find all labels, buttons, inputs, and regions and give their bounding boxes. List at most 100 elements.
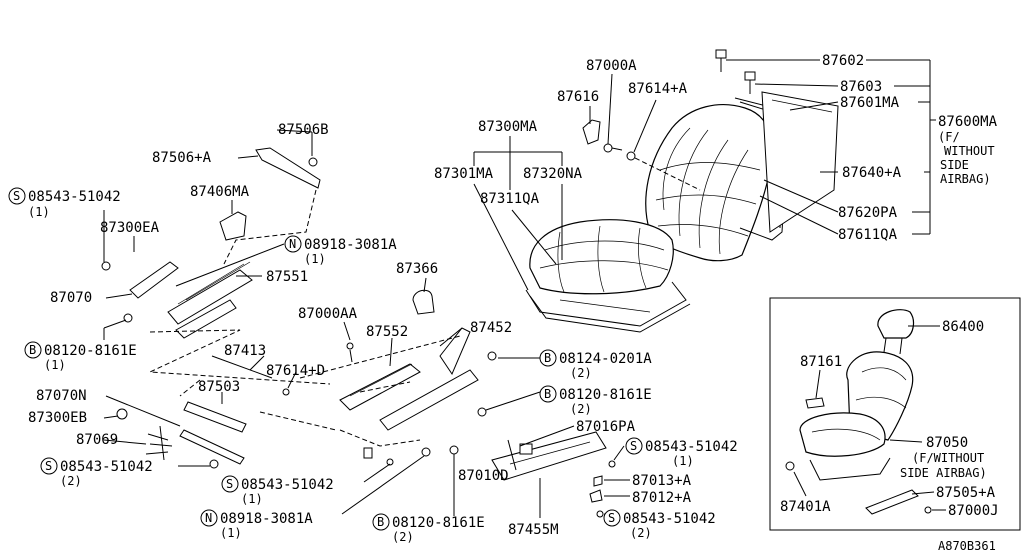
label-87320na: 87320NA: [523, 166, 583, 182]
label-87600ma-note-4: AIRBAG): [940, 172, 991, 186]
label-87413: 87413: [224, 343, 266, 359]
bolt-symbol-b: B: [544, 351, 551, 365]
screw-symbol-s: S: [45, 459, 52, 473]
label-87552: 87552: [366, 324, 408, 340]
label-87300ea: 87300EA: [100, 220, 160, 236]
label-87000a: 87000A: [586, 58, 637, 74]
label-87505a: 87505+A: [936, 485, 996, 501]
bolt-symbol-b: B: [29, 343, 36, 357]
label-87506a: 87506+A: [152, 150, 212, 166]
label-87366: 87366: [396, 261, 438, 277]
inset-side-airbag-seat: [769, 297, 1021, 531]
label-08120-a: 08120-8161E: [44, 343, 137, 359]
bolt-symbol: [539, 385, 557, 403]
label-87000aa: 87000AA: [298, 306, 358, 322]
screw-symbol: [221, 475, 239, 493]
label-87013a: 87013+A: [632, 473, 692, 489]
label-87161: 87161: [800, 354, 842, 370]
label-87455m: 87455M: [508, 522, 559, 538]
label-87050: 87050: [926, 435, 968, 451]
screw-symbol-s: S: [630, 439, 637, 453]
nut-symbol-n: N: [205, 511, 212, 525]
label-08543-c: 08543-51042: [241, 477, 334, 493]
label-08124-qty: (2): [570, 366, 592, 380]
label-08120-a-qty: (1): [44, 358, 66, 372]
seat-slide-rail-illustration: [101, 147, 616, 518]
label-87600ma: 87600MA: [938, 114, 998, 130]
label-08120-c-qty: (2): [392, 530, 414, 544]
label-08918-a-qty: (1): [304, 252, 326, 266]
nut-symbol-n: N: [289, 237, 296, 251]
part-labels: 87506B 87506+A 08543-51042 (1) 87406MA 8…: [28, 53, 999, 553]
leader-lines: [103, 59, 946, 518]
label-08543-e: 08543-51042: [623, 511, 716, 527]
nut-symbol: [284, 235, 302, 253]
label-87070: 87070: [50, 290, 92, 306]
label-87640a: 87640+A: [842, 165, 902, 181]
screw-symbol: [603, 509, 621, 527]
label-87603: 87603: [840, 79, 882, 95]
label-87620pa: 87620PA: [838, 205, 898, 221]
label-87600ma-note-3: SIDE: [940, 158, 969, 172]
label-87401a: 87401A: [780, 499, 831, 515]
label-87050-note-1: (F/WITHOUT: [912, 451, 984, 465]
label-87000j: 87000J: [948, 503, 999, 519]
bolt-symbol-b: B: [377, 515, 384, 529]
label-08120-c: 08120-8161E: [392, 515, 485, 531]
label-87616: 87616: [557, 89, 599, 105]
label-08543-e-qty: (2): [630, 526, 652, 540]
screw-symbol-s: S: [226, 477, 233, 491]
label-87311qa: 87311QA: [480, 191, 540, 207]
label-08120-b: 08120-8161E: [559, 387, 652, 403]
screw-symbol-s: S: [13, 189, 20, 203]
bolt-symbol: [24, 341, 42, 359]
bolt-symbol: [372, 513, 390, 531]
label-87050-note-2: SIDE AIRBAG): [900, 466, 987, 480]
label-08918-b-qty: (1): [220, 526, 242, 540]
label-08543-b: 08543-51042: [60, 459, 153, 475]
bolt-symbol-b: B: [544, 387, 551, 401]
label-87069: 87069: [76, 432, 118, 448]
label-08918-a: 08918-3081A: [304, 237, 397, 253]
label-87614a: 87614+A: [628, 81, 688, 97]
seat-back-illustration: [582, 49, 839, 262]
label-87300ma: 87300MA: [478, 119, 538, 135]
label-08543-d: 08543-51042: [645, 439, 738, 455]
diagram-reference-code: A870B361: [938, 539, 996, 553]
label-87010d: 87010D: [458, 468, 509, 484]
label-87301ma: 87301MA: [434, 166, 494, 182]
label-87551: 87551: [266, 269, 308, 285]
label-87070n: 87070N: [36, 388, 87, 404]
label-08918-b: 08918-3081A: [220, 511, 313, 527]
label-87611qa: 87611QA: [838, 227, 898, 243]
screw-symbol: [8, 187, 26, 205]
label-87406ma: 87406MA: [190, 184, 250, 200]
label-87602: 87602: [822, 53, 864, 69]
screw-symbol: [40, 457, 58, 475]
label-87601ma: 87601MA: [840, 95, 900, 111]
bolt-symbol: [539, 349, 557, 367]
symbol-markers: S N B S S N B B B S S: [8, 187, 643, 531]
label-87600ma-note-1: (F/: [938, 130, 960, 144]
seat-cushion-illustration: [412, 219, 691, 333]
label-87012a: 87012+A: [632, 490, 692, 506]
label-08543-a-qty: (1): [28, 205, 50, 219]
label-08120-b-qty: (2): [570, 402, 592, 416]
label-08543-b-qty: (2): [60, 474, 82, 488]
label-87503: 87503: [198, 379, 240, 395]
label-86400: 86400: [942, 319, 984, 335]
screw-symbol: [625, 437, 643, 455]
label-87300eb: 87300EB: [28, 410, 87, 426]
label-87016pa: 87016PA: [576, 419, 636, 435]
label-08124: 08124-0201A: [559, 351, 652, 367]
label-87506b: 87506B: [278, 122, 329, 138]
screw-symbol-s: S: [608, 511, 615, 525]
label-08543-c-qty: (1): [241, 492, 263, 506]
label-87600ma-note-2: WITHOUT: [944, 144, 995, 158]
label-87452: 87452: [470, 320, 512, 336]
nut-symbol: [200, 509, 218, 527]
label-87614d: 87614+D: [266, 363, 325, 379]
label-08543-a: 08543-51042: [28, 189, 121, 205]
label-08543-d-qty: (1): [672, 454, 694, 468]
